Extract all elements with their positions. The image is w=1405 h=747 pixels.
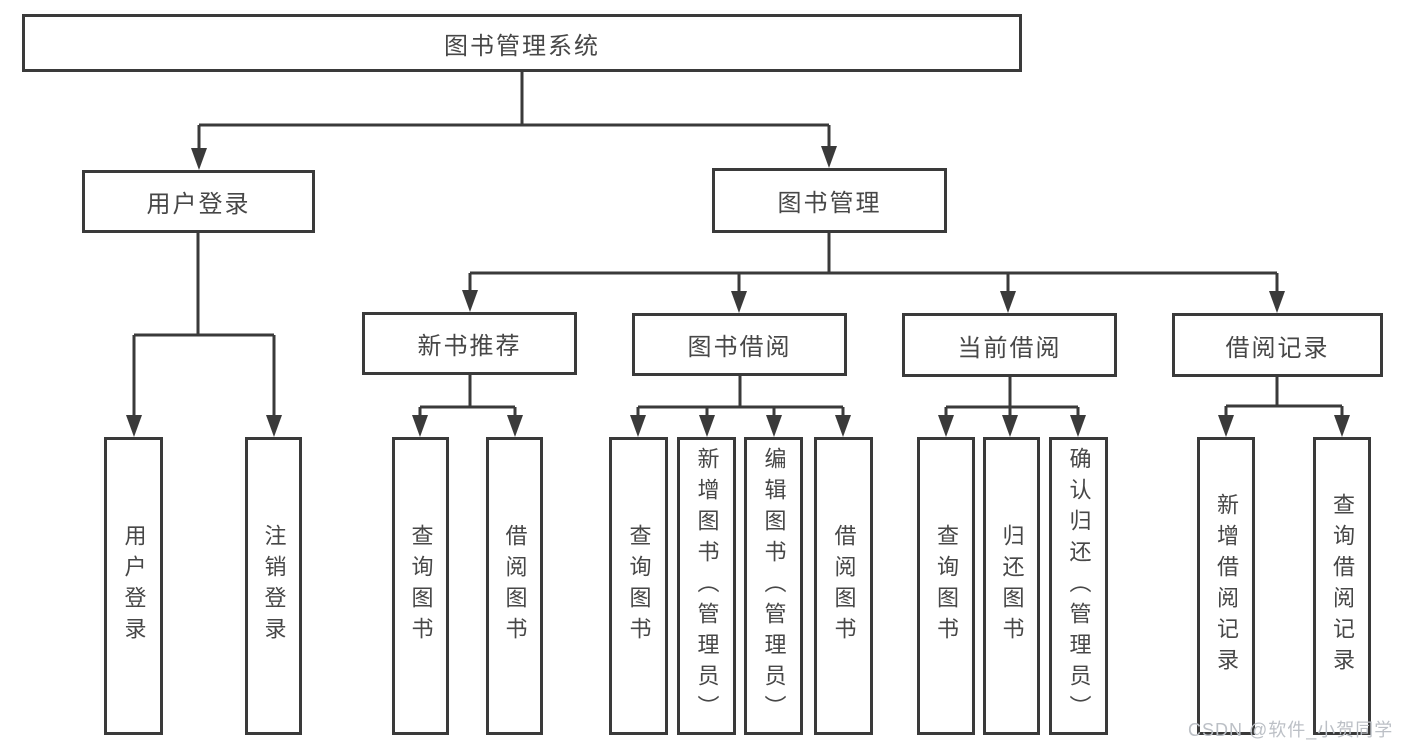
connector-current-borrow-to-leaves	[938, 377, 1086, 437]
connector-root-to-level2	[191, 72, 837, 170]
connector-book-mgmt-to-level3	[462, 233, 1285, 313]
connector-user-login-to-leaves	[126, 233, 282, 437]
leaf-records-query-record: 查询借阅记录	[1313, 437, 1371, 735]
leaf-borrow-add-books-admin: 新增图书（管理员）	[677, 437, 736, 735]
node-label: 新增借阅记录	[1214, 493, 1239, 679]
node-label: 新书推荐	[417, 333, 522, 360]
leaf-current-query-books: 查询图书	[917, 437, 975, 735]
leaf-newbook-query-books: 查询图书	[392, 437, 449, 735]
node-label: 当前借阅	[957, 334, 1062, 362]
node-borrowing-records: 借阅记录	[1172, 313, 1383, 377]
leaf-current-confirm-return-admin: 确认归还（管理员）	[1049, 437, 1108, 735]
leaf-current-return-books: 归还图书	[983, 437, 1040, 735]
node-label: 注销登录	[261, 524, 287, 648]
node-label: 确认归还（管理员）	[1066, 446, 1092, 726]
node-label: 查询图书	[626, 524, 652, 648]
connector-book-borrow-to-leaves	[630, 376, 851, 437]
node-new-book-recommend: 新书推荐	[362, 312, 577, 375]
leaf-user-login: 用户登录	[104, 437, 163, 735]
node-book-management: 图书管理	[712, 168, 947, 233]
node-library-management-system: 图书管理系统	[22, 14, 1022, 72]
node-label: 新增图书（管理员）	[694, 446, 720, 726]
connector-borrow-records-to-leaves	[1218, 377, 1350, 437]
leaf-borrow-edit-books-admin: 编辑图书（管理员）	[744, 437, 803, 735]
node-user-login: 用户登录	[82, 170, 315, 233]
node-book-borrowing: 图书借阅	[632, 313, 847, 376]
node-label: 用户登录	[121, 524, 147, 648]
node-label: 图书管理	[777, 190, 882, 217]
leaf-records-add-record: 新增借阅记录	[1197, 437, 1255, 735]
leaf-logout: 注销登录	[245, 437, 302, 735]
node-label: 归还图书	[999, 524, 1025, 648]
node-label: 查询图书	[408, 524, 434, 648]
node-label: 图书管理系统	[444, 32, 600, 60]
node-label: 查询图书	[934, 524, 959, 648]
connector-new-book-to-leaves	[412, 375, 523, 437]
node-label: 借阅图书	[831, 524, 857, 648]
node-current-borrowing: 当前借阅	[902, 313, 1117, 377]
watermark: CSDN @软件_小贺同学	[1188, 720, 1394, 740]
node-label: 用户登录	[146, 191, 251, 218]
node-label: 借阅图书	[502, 524, 528, 648]
node-label: 编辑图书（管理员）	[761, 446, 787, 726]
node-label: 图书借阅	[687, 334, 792, 361]
node-label: 借阅记录	[1225, 334, 1330, 362]
leaf-borrow-query-books: 查询图书	[609, 437, 668, 735]
leaf-borrow-borrow-books: 借阅图书	[814, 437, 873, 735]
node-label: 查询借阅记录	[1330, 493, 1355, 679]
leaf-newbook-borrow-books: 借阅图书	[486, 437, 543, 735]
